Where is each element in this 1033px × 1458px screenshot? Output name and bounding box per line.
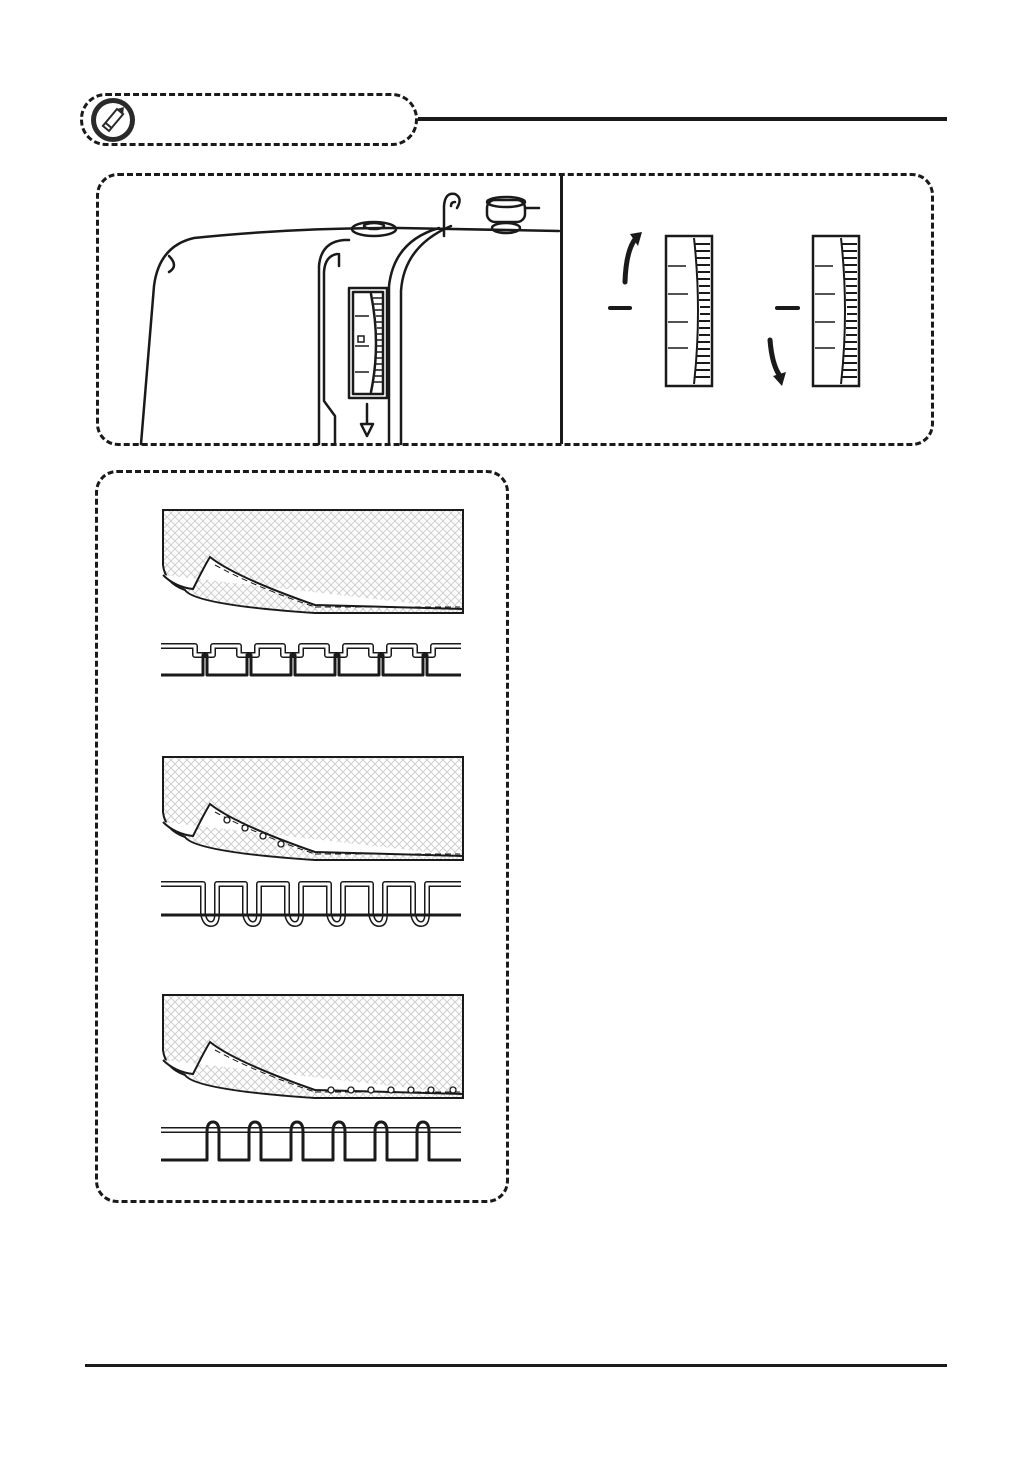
balanced-tension-stitch-illustration xyxy=(155,505,475,685)
sewing-machine-tension-dial-illustration xyxy=(99,176,559,446)
dial-increase xyxy=(666,236,712,386)
arrow-up-icon xyxy=(625,238,636,282)
arrow-down-icon xyxy=(770,340,780,376)
dial-decrease xyxy=(813,236,859,386)
upper-tension-too-loose-stitch-illustration xyxy=(155,990,475,1170)
header-rule xyxy=(418,117,947,121)
figure-divider xyxy=(560,176,563,444)
tension-dial-increase-decrease-illustration xyxy=(570,220,940,420)
pencil-note-icon xyxy=(88,96,138,146)
upper-tension-too-tight-stitch-illustration xyxy=(155,752,475,932)
footer-rule xyxy=(85,1364,947,1367)
